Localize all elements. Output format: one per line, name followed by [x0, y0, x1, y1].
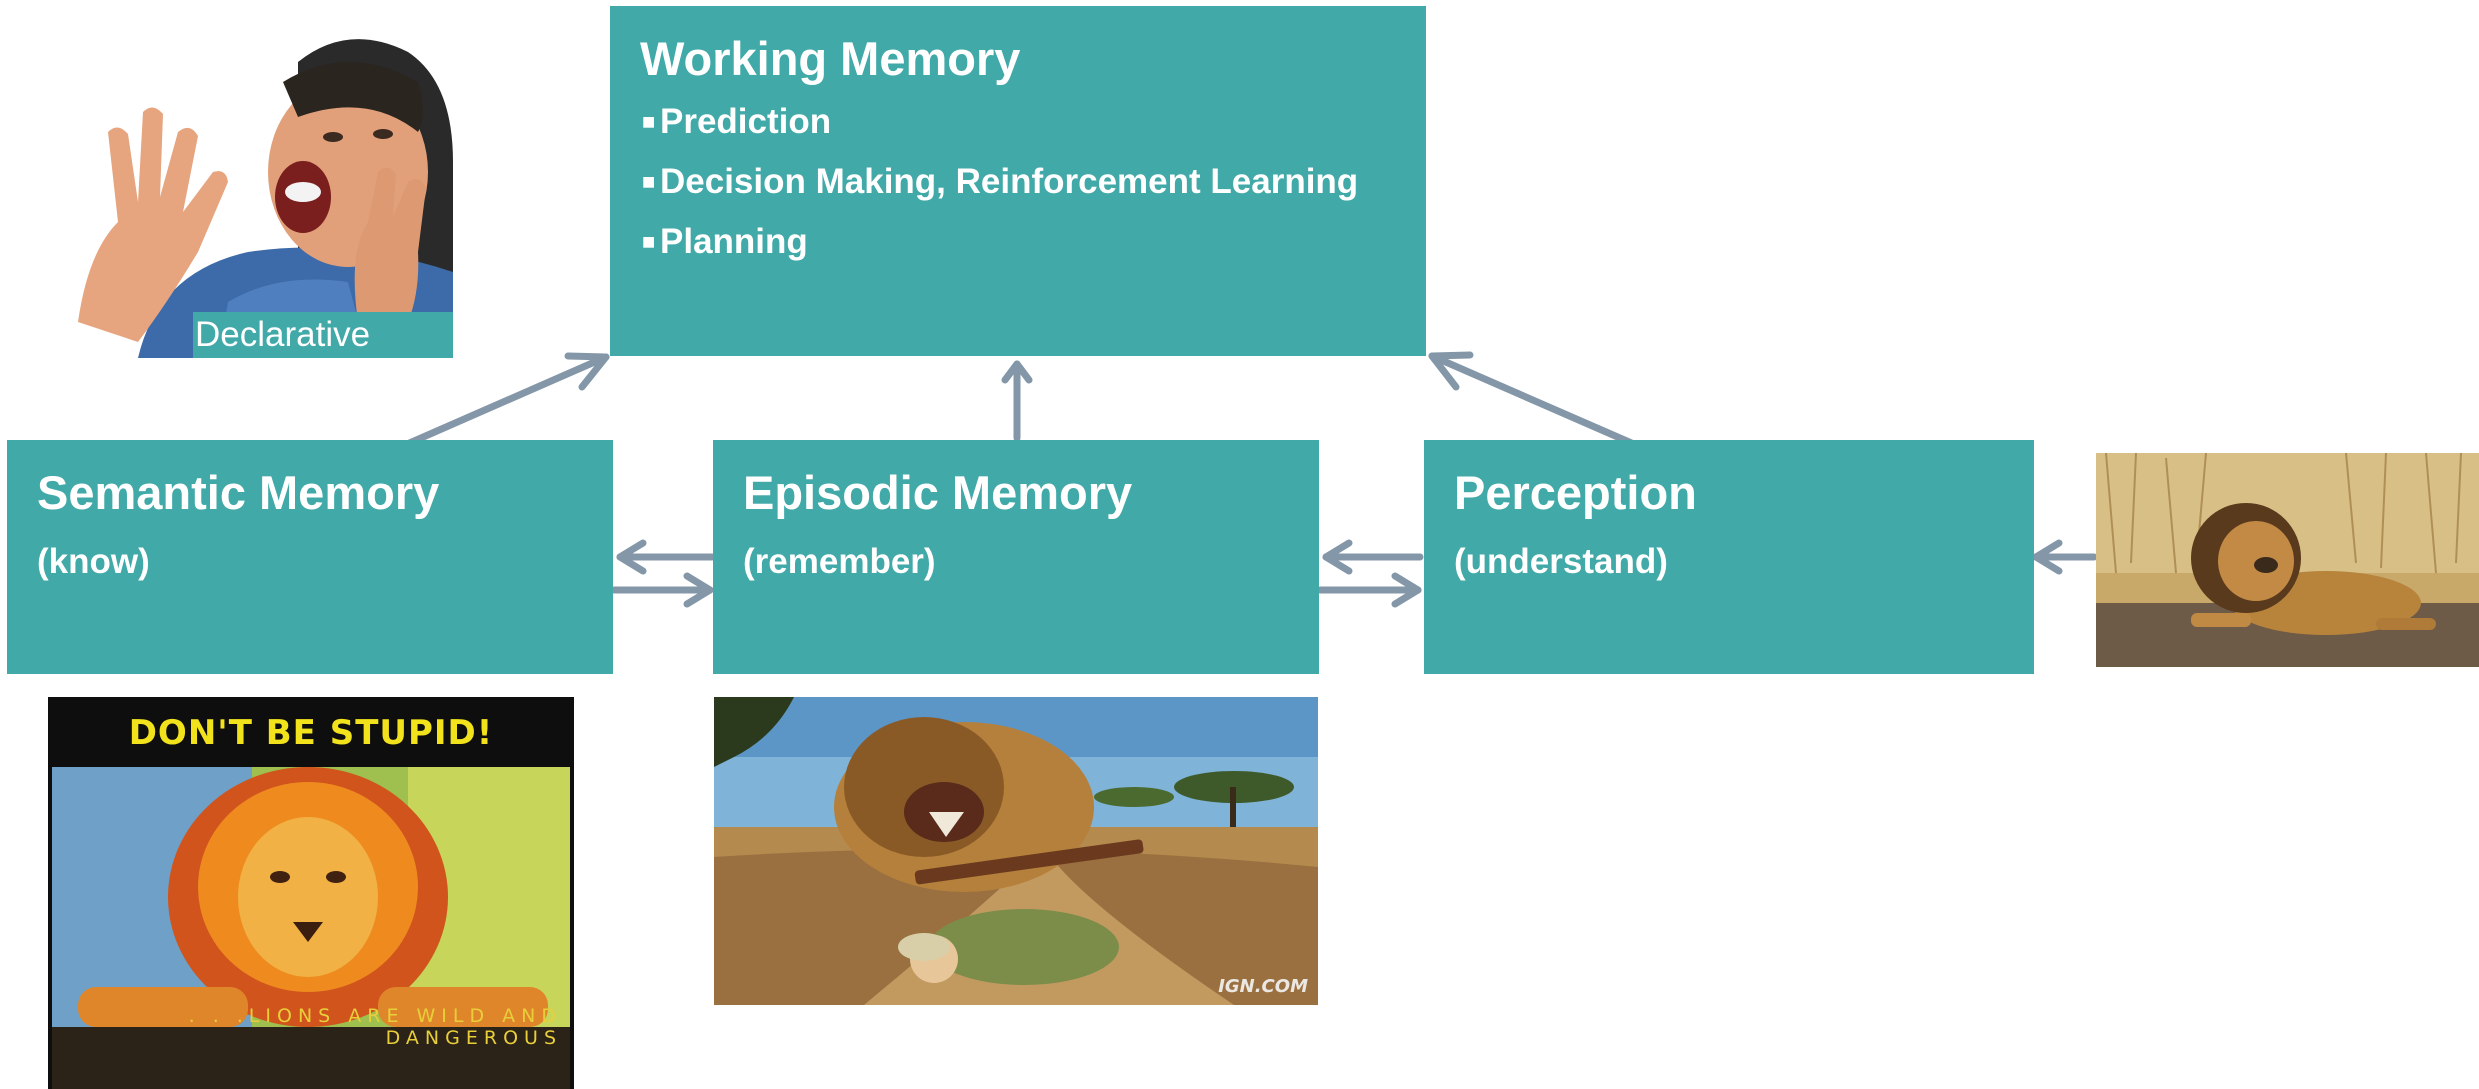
- semantic-memory-box: Semantic Memory (know): [7, 440, 613, 674]
- arrow-episodic-to-semantic: [616, 539, 716, 575]
- arrow-semantic-to-working: [401, 352, 610, 449]
- lion-photo: [2096, 453, 2479, 667]
- episodic-memory-subtitle: (remember): [743, 542, 936, 582]
- lion-attack-image: IGN.COM: [714, 697, 1318, 1005]
- arrow-episodic-to-perception: [1316, 572, 1422, 608]
- poster-tagline-line-2: DANGEROUS: [385, 1027, 562, 1049]
- episodic-memory-box: Episodic Memory (remember): [713, 440, 1319, 674]
- arrow-perception-to-episodic: [1322, 539, 1424, 575]
- bullet-icon: ■: [642, 229, 656, 255]
- working-memory-title: Working Memory: [640, 32, 1021, 85]
- episodic-memory-title: Episodic Memory: [743, 466, 1133, 519]
- perception-title: Perception: [1454, 466, 1697, 519]
- lion-poster-image: DON'T BE STUPID! . . .LIONS ARE WILD AND…: [48, 697, 574, 1089]
- shouting-man-image: Declarative: [48, 22, 453, 358]
- semantic-memory-title: Semantic Memory: [37, 466, 440, 519]
- perception-box: Perception (understand): [1424, 440, 2034, 674]
- arrow-episodic-to-working: [1001, 360, 1033, 442]
- ign-watermark: IGN.COM: [1218, 976, 1308, 997]
- arrow-lion-to-perception: [2032, 539, 2098, 575]
- arrow-perception-to-working: [1428, 351, 1640, 449]
- list-item: ■Planning: [640, 220, 1396, 264]
- working-memory-box: Working Memory ■Prediction ■Decision Mak…: [610, 6, 1426, 356]
- bullet-icon: ■: [642, 169, 656, 195]
- poster-tagline-line-1: . . .LIONS ARE WILD AND: [188, 1005, 562, 1027]
- declarative-caption: Declarative: [193, 312, 453, 358]
- perception-subtitle: (understand): [1454, 542, 1668, 582]
- arrow-semantic-to-episodic: [610, 572, 714, 608]
- working-memory-list: ■Prediction ■Decision Making, Reinforcem…: [640, 100, 1396, 264]
- bullet-icon: ■: [642, 109, 656, 135]
- list-item: ■Prediction: [640, 100, 1396, 144]
- poster-headline: DON'T BE STUPID!: [128, 713, 494, 753]
- list-item: ■Decision Making, Reinforcement Learning: [640, 160, 1396, 204]
- semantic-memory-subtitle: (know): [37, 542, 150, 582]
